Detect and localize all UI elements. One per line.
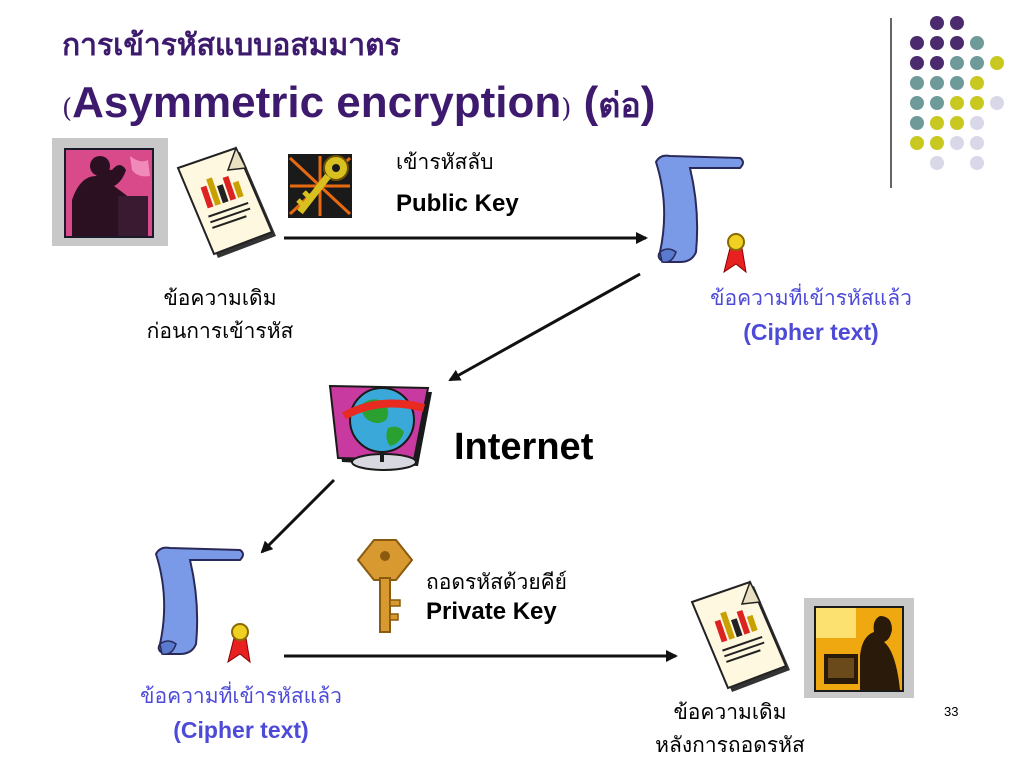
cipher-bottom-caption-thai: ข้อความที่เข้ารหัสแล้ว	[140, 684, 342, 708]
receiver-caption-line1: ข้อความเดิม	[673, 700, 787, 724]
decor-dot	[950, 96, 964, 110]
scroll-certificate-icon	[654, 154, 747, 274]
decor-dot	[990, 56, 1004, 70]
decor-dot	[970, 76, 984, 90]
decor-dot	[910, 136, 924, 150]
public-key-label: Public Key	[396, 190, 519, 217]
document-chart-icon	[690, 580, 790, 692]
title-paren-close: )	[561, 94, 572, 124]
slide-title-thai: การเข้ารหัสแบบอสมมาตร	[62, 28, 401, 63]
decor-dot	[970, 36, 984, 50]
private-key-label: Private Key	[426, 598, 557, 625]
decor-dot	[970, 116, 984, 130]
cipher-bottom-caption-english: (Cipher text)	[173, 717, 309, 743]
public-key-label-thai: เข้ารหัสลับ	[396, 150, 494, 174]
decor-dot	[930, 136, 944, 150]
decor-dot	[930, 76, 944, 90]
internet-label: Internet	[454, 426, 594, 468]
cipher-bottom-caption: ข้อความที่เข้ารหัสแล้ว (Cipher text)	[96, 680, 386, 744]
decor-dot	[950, 116, 964, 130]
decor-dot	[910, 56, 924, 70]
sender-caption-line2: ก่อนการเข้ารหัส	[146, 319, 294, 343]
slide-title-english: (Asymmetric encryption) (ต่อ)	[62, 78, 655, 132]
cipher-top-caption: ข้อความที่เข้ารหัสแล้ว (Cipher text)	[666, 282, 956, 346]
decor-dot	[930, 156, 944, 170]
decor-dot	[970, 96, 984, 110]
cipher-top-caption-thai: ข้อความที่เข้ารหัสแล้ว	[710, 286, 912, 310]
decor-dot-grid	[0, 0, 1024, 200]
decor-dot	[930, 16, 944, 30]
sender-caption-line1: ข้อความเดิม	[163, 286, 277, 310]
title-cont-close: )	[640, 78, 656, 127]
page-number: 33	[944, 704, 959, 719]
decor-dot	[910, 76, 924, 90]
sender-caption: ข้อความเดิม ก่อนการเข้ารหัส	[110, 282, 330, 348]
key-burst-icon	[288, 154, 352, 218]
decor-dot	[950, 16, 964, 30]
receiver-caption-line2: หลังการถอดรหัส	[655, 733, 805, 757]
scroll-certificate-icon	[154, 546, 251, 664]
decor-dot	[950, 36, 964, 50]
decor-dot	[950, 76, 964, 90]
decor-dot	[990, 96, 1004, 110]
decor-dot	[970, 136, 984, 150]
decor-dot	[930, 36, 944, 50]
person-photo-icon	[52, 138, 168, 246]
decor-divider	[890, 18, 892, 188]
decor-dot	[970, 56, 984, 70]
receiver-caption: ข้อความเดิม หลังการถอดรหัส	[610, 696, 850, 762]
private-key-label-thai: ถอดรหัสด้วยคีย์	[426, 570, 567, 594]
decor-dot	[910, 96, 924, 110]
decor-dot	[950, 56, 964, 70]
decor-dot	[910, 116, 924, 130]
cipher-top-caption-english: (Cipher text)	[743, 319, 879, 345]
decor-dot	[910, 36, 924, 50]
title-paren-open: (	[62, 94, 73, 124]
arrow-from-internet	[260, 478, 336, 554]
title-cont-open: (	[583, 78, 599, 127]
decor-dot	[950, 136, 964, 150]
globe-internet-icon	[328, 384, 432, 471]
title-english-text: Asymmetric encryption	[72, 78, 562, 127]
decor-dot	[930, 116, 944, 130]
document-chart-icon	[176, 146, 276, 258]
decor-dot	[970, 156, 984, 170]
decor-dot	[930, 56, 944, 70]
decor-dot	[930, 96, 944, 110]
person-photo-icon	[804, 598, 914, 698]
title-cont-thai: ต่อ	[598, 86, 641, 126]
brass-key-icon	[356, 539, 414, 633]
arrow-to-internet	[448, 272, 641, 382]
